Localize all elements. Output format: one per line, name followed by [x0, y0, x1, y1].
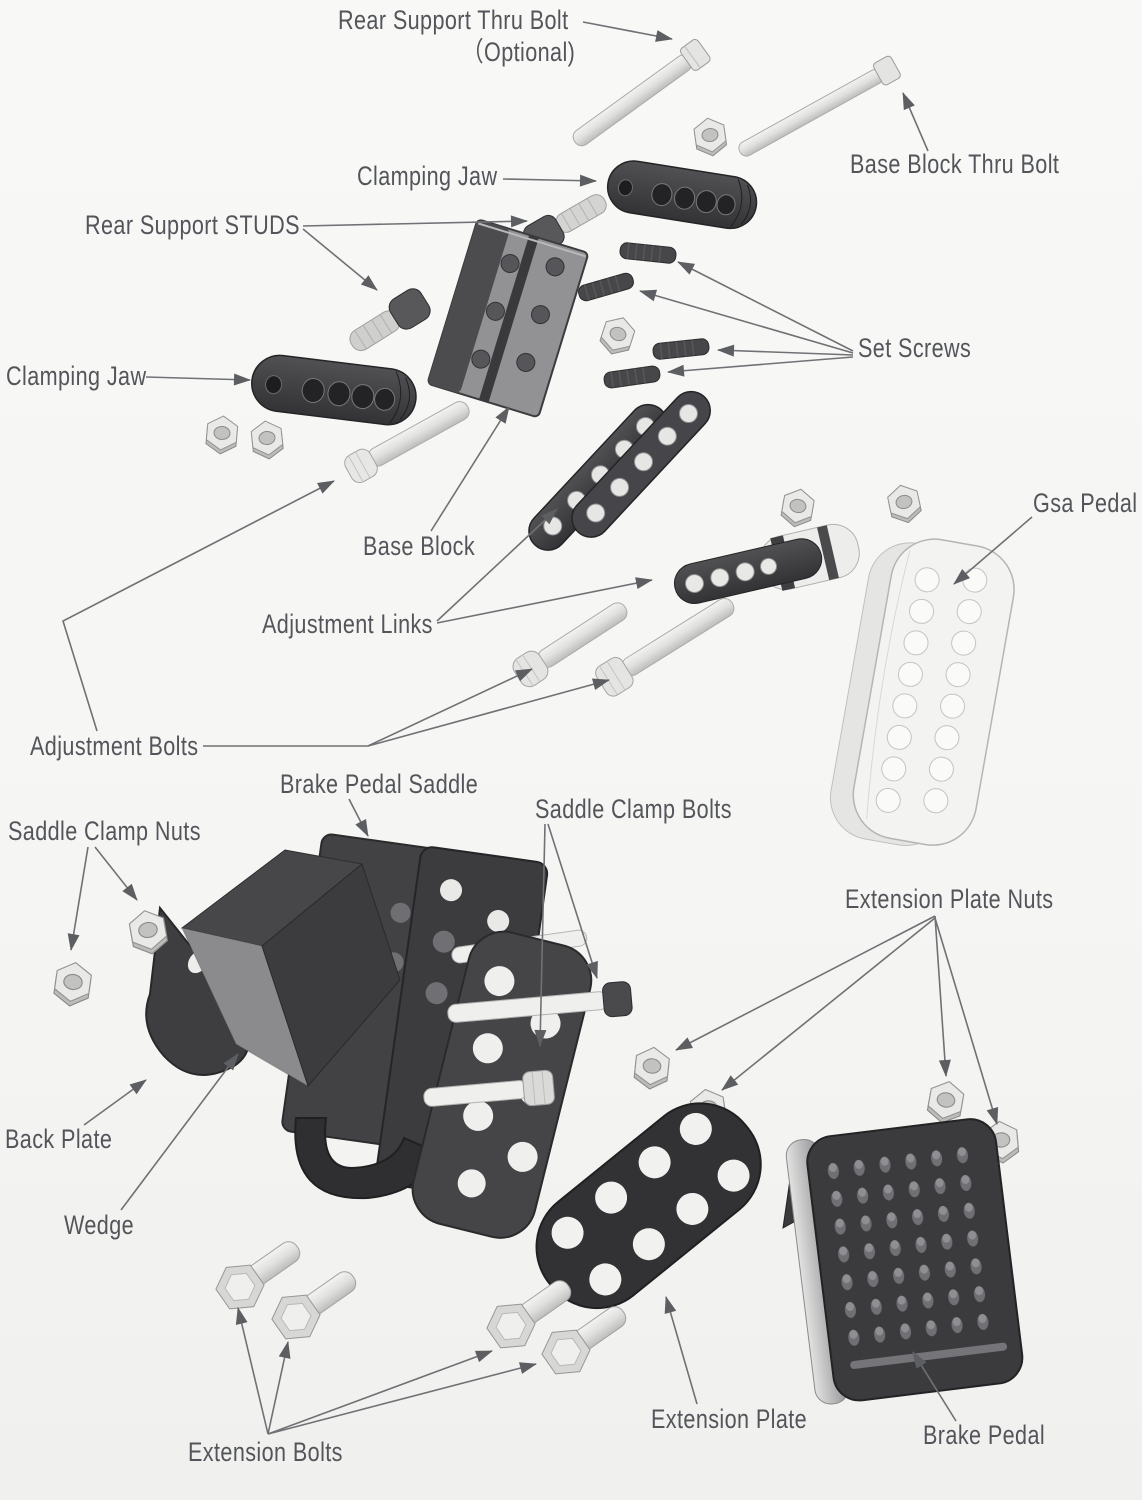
base-block-thru-bolt-part [738, 55, 901, 157]
leader-set-screw-1 [677, 261, 854, 352]
leader-lines [62, 21, 1033, 1435]
wedge-part [180, 849, 401, 1088]
label-brake-pedal: Brake Pedal [923, 1420, 1046, 1450]
label-saddle-clamp-nuts: Saddle Clamp Nuts [8, 816, 201, 846]
saddle-clamp-nut-1-part [51, 959, 94, 1009]
leader-base-block-thru-bolt [902, 92, 929, 152]
label-rear-support-studs: Rear Support STUDS [85, 210, 300, 240]
leader-extension-plate-nuts-3 [934, 915, 951, 1077]
leader-set-screw-3 [717, 344, 854, 357]
leader-gsa-pedal [953, 516, 1033, 585]
leader-extension-bolts-1 [235, 1307, 269, 1435]
label-extension-plate-nuts: Extension Plate Nuts [845, 884, 1054, 914]
leader-rear-support-thru-bolt [582, 21, 673, 42]
leader-rear-support-studs-2 [302, 228, 378, 291]
leader-saddle-clamp-bolts-2 [534, 823, 547, 1047]
link-nut-2-part [885, 481, 924, 527]
label-back-plate: Back Plate [5, 1124, 113, 1154]
leader-adjustment-links-1 [436, 508, 558, 622]
label-clamping-jaw-top: Clamping Jaw [357, 161, 498, 191]
label-base-block-thru-bolt: Base Block Thru Bolt [850, 149, 1060, 179]
label-saddle-clamp-bolts: Saddle Clamp Bolts [535, 794, 732, 824]
leader-saddle-clamp-bolts-1 [547, 823, 598, 979]
leader-back-plate [83, 1079, 147, 1126]
brake-pedal-part [782, 1118, 1024, 1405]
base-block-part [427, 219, 589, 418]
leader-saddle-clamp-nuts-2 [94, 846, 138, 901]
label-rear-support-thru-bolt: Rear Support Thru Bolt [338, 5, 569, 35]
set-screw-1-part [618, 241, 678, 265]
saddle-clamp-bolt-1-part [447, 981, 633, 1023]
brake-pedal-saddle-part [180, 833, 593, 1239]
leader-extension-plate-nuts-4 [934, 917, 999, 1125]
leader-base-block [430, 406, 510, 532]
leader-extension-plate [664, 1296, 698, 1405]
leader-set-screw-4 [667, 356, 854, 377]
leader-extension-bolts-2 [267, 1341, 291, 1435]
jaw-flange-nut-2-part [249, 419, 285, 461]
label-brake-pedal-saddle: Brake Pedal Saddle [280, 769, 479, 799]
extension-plate-part [535, 1102, 762, 1310]
leader-brake-pedal-saddle [348, 798, 369, 837]
adjustment-link-2-part [571, 390, 711, 538]
label-wedge: Wedge [64, 1210, 135, 1240]
leader-adjustment-bolts-1 [62, 480, 335, 732]
extension-plate-nut-3-part [925, 1078, 967, 1127]
leader-brake-pedal [912, 1351, 957, 1422]
gsa-pedal-part [829, 538, 1015, 847]
leader-extension-bolts-3 [267, 1350, 493, 1435]
leader-clamping-jaw-left [145, 373, 251, 386]
set-screw-2-part [576, 270, 636, 304]
label-clamping-jaw-left: Clamping Jaw [6, 361, 147, 391]
extension-plate-nut-1-part [632, 1045, 671, 1092]
leader-extension-plate-nuts-2 [721, 917, 936, 1091]
label-adjustment-bolts: Adjustment Bolts [30, 731, 199, 761]
set-screw-nut-part [596, 312, 639, 360]
label-set-screws: Set Screws [858, 333, 972, 363]
rear-support-thru-bolt-part [572, 38, 711, 147]
link-nut-1-part [779, 486, 817, 530]
leader-adjustment-links-2 [436, 577, 653, 624]
label-extension-plate: Extension Plate [651, 1404, 808, 1434]
label-adjustment-links: Adjustment Links [262, 609, 433, 639]
saddle-clamp-bolt-2-part [423, 1069, 555, 1107]
leader-clamping-jaw-top [502, 174, 597, 187]
leader-rear-support-studs-1 [302, 215, 528, 228]
label-extension-bolts: Extension Bolts [188, 1437, 343, 1467]
jaw-flange-nut-1-part [204, 414, 239, 456]
leader-saddle-clamp-nuts-1 [67, 846, 89, 951]
leader-adjustment-bolts-3 [367, 678, 610, 747]
leader-set-screw-2 [639, 289, 854, 354]
leader-extension-plate-nuts-1 [675, 915, 936, 1051]
leader-adjustment-bolts-2 [203, 668, 533, 747]
clamping-jaw-left-part [251, 354, 417, 426]
rear-clamp-bolt-part [344, 401, 470, 484]
leader-extension-bolts-4 [267, 1362, 537, 1435]
thru-bolt-nut-part [692, 115, 729, 159]
label-rear-support-thru-bolt-optional: （Optional) [462, 37, 576, 67]
label-base-block: Base Block [363, 531, 476, 561]
leader-wedge [120, 1053, 239, 1211]
clamping-jaw-top-part [606, 160, 758, 230]
adjustment-link-3-part [673, 523, 860, 605]
label-gsa-pedal: Gsa Pedal [1033, 488, 1138, 518]
rear-support-stud-lower-part [349, 288, 431, 352]
set-screw-3-part [651, 337, 711, 361]
set-screw-4-part [602, 364, 662, 390]
